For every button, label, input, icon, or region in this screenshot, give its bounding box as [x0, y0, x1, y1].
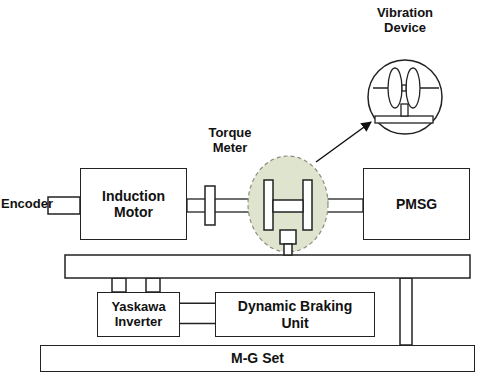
support-leg — [146, 278, 160, 292]
cable — [180, 323, 215, 325]
node-label: Dynamic Braking Unit — [224, 298, 366, 330]
encoder-body — [48, 197, 80, 214]
node-label: Induction Motor — [89, 188, 178, 220]
node-label: M-G Set — [231, 350, 284, 366]
base-band: M-G Set — [40, 345, 475, 372]
braking-unit-box: Dynamic Braking Unit — [215, 292, 375, 337]
cable — [180, 303, 215, 305]
generator-box: PMSG — [363, 168, 470, 240]
inverter-box: Yaskawa Inverter — [97, 292, 180, 337]
node-label: Vibration Device — [370, 6, 440, 36]
vibration-device: Vibration Device — [355, 6, 455, 136]
support-leg — [400, 278, 412, 345]
torque-meter-label: Torque Meter — [200, 126, 260, 156]
node-label: PMSG — [396, 196, 437, 212]
encoder-label: Encoder — [1, 197, 48, 212]
base-plate — [65, 255, 470, 278]
coupling — [264, 180, 312, 255]
support-leg — [112, 278, 126, 292]
coupling-highlight — [248, 156, 328, 252]
callout-circle — [355, 56, 455, 136]
node-label: Yaskawa Inverter — [106, 300, 171, 330]
callout-arrow — [316, 122, 371, 162]
motor-box: Induction Motor — [80, 168, 187, 240]
torque-meter-flange — [205, 186, 215, 225]
